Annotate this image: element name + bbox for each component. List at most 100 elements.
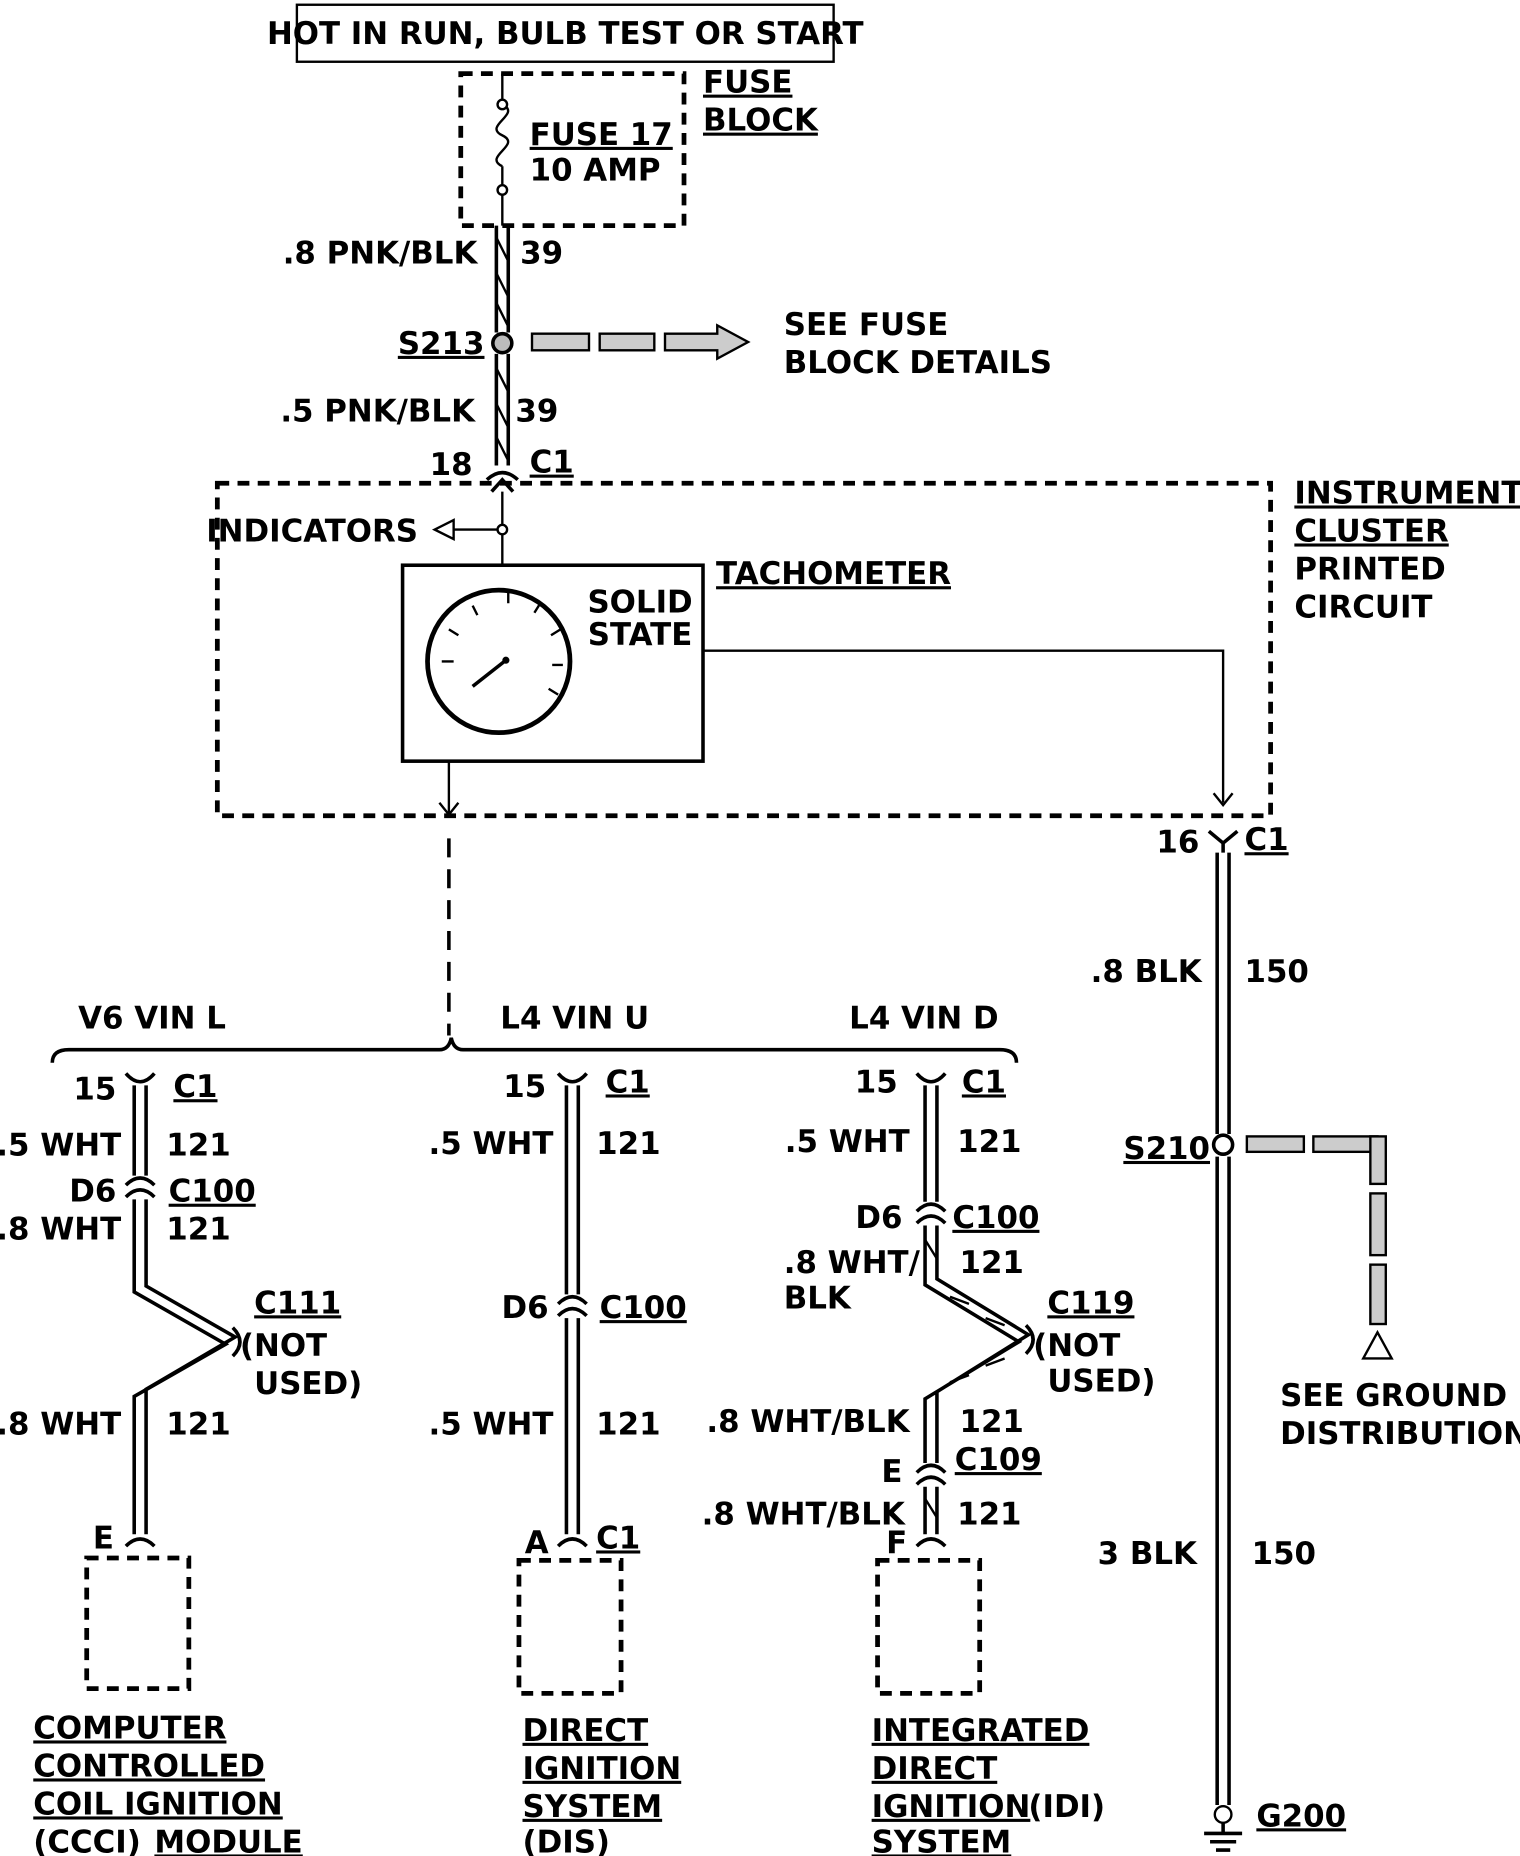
wire-gauge-s210-g200: 3 BLK	[1098, 1536, 1198, 1572]
header-label: HOT IN RUN, BULB TEST OR START	[267, 16, 864, 52]
fuse-name: FUSE 17	[530, 117, 673, 153]
connector-name: C111	[254, 1285, 341, 1321]
wire-segment	[564, 1318, 581, 1535]
solid-state-label-1: SOLID	[587, 585, 692, 621]
wire-circuit: 121	[166, 1127, 230, 1163]
wire-segment	[564, 1085, 581, 1295]
arrow-down-signal	[438, 801, 460, 817]
branch-l4-vin-d: 15 C1 .5 WHT 121 D6 C100 .8 WHT/ BLK 121…	[702, 1064, 1156, 1856]
connector-pin: 15	[503, 1069, 546, 1105]
fuse-block-label-1: FUSE	[703, 65, 792, 101]
wire-circuit: 121	[959, 1245, 1023, 1281]
wire-s210-g200	[1215, 1156, 1231, 1805]
module-label-4: (DIS)	[523, 1824, 611, 1856]
tachometer-box	[400, 563, 705, 763]
wire-stripe	[924, 1239, 1006, 1384]
fuse-block-box	[458, 71, 687, 228]
connector-note-2: USED)	[1047, 1364, 1155, 1400]
wire-circuit: 121	[166, 1212, 230, 1248]
connector-note-2: USED)	[254, 1366, 362, 1402]
connector-name: C109	[955, 1442, 1042, 1478]
wire-segment	[923, 1486, 939, 1535]
module-label-3: COIL IGNITION	[33, 1786, 282, 1822]
connector-name: C119	[1047, 1285, 1134, 1321]
wire-stripe	[924, 1497, 938, 1519]
connector-note-1: (NOT	[240, 1328, 327, 1364]
ground-distribution-ref-1: SEE GROUND	[1280, 1378, 1507, 1414]
branch-title-l4-vin-u: L4 VIN U	[500, 1000, 649, 1036]
header-box	[295, 3, 835, 63]
wire-s213-c1	[494, 353, 511, 466]
connector-c1-15	[915, 1072, 947, 1084]
connector-pin: D6	[502, 1290, 549, 1326]
connector-end	[124, 1537, 156, 1548]
connector-name: C1	[596, 1520, 640, 1556]
wire-segment	[923, 1225, 1032, 1463]
wire-circuit-fuse-s213: 39	[520, 236, 563, 272]
arrow-down-c1-16	[1212, 792, 1234, 807]
connector-pin: 15	[73, 1072, 116, 1108]
splice-s213-label: S213	[398, 326, 485, 362]
wire-gauge: .8 WHT/BLK	[702, 1497, 906, 1533]
connector-c1-15	[556, 1072, 588, 1084]
indicator-junction	[496, 523, 509, 536]
wire-gauge: .8 WHT	[0, 1212, 121, 1248]
branch-title-v6-vin-l: V6 VIN L	[78, 1000, 226, 1036]
ground-distribution-arrow	[1361, 1329, 1394, 1360]
module-label-3: SYSTEM	[523, 1789, 663, 1825]
cluster-title-2: CLUSTER	[1294, 513, 1449, 549]
branch-l4-vin-u: 15 C1 .5 WHT 121 D6 C100 .5 WHT 121 A C1…	[429, 1064, 687, 1856]
module-box	[875, 1557, 983, 1696]
wire-circuit: 121	[957, 1497, 1021, 1533]
indicators-label: INDICATORS	[206, 513, 418, 549]
connector-c111	[231, 1326, 242, 1358]
module-label-1: DIRECT	[523, 1713, 649, 1749]
connector-pin: D6	[855, 1200, 902, 1236]
connector-name: C100	[952, 1200, 1039, 1236]
connector-pin: F	[886, 1525, 907, 1561]
wire-gauge: .8 WHT	[0, 1406, 121, 1442]
tach-ground-wire	[703, 649, 1225, 803]
module-label-1: COMPUTER	[33, 1710, 226, 1746]
connector-pin: A	[525, 1525, 549, 1561]
connector-c119	[1024, 1323, 1035, 1355]
wire-gauge-fuse-s213: .8 PNK/BLK	[283, 236, 479, 272]
indicators-arrow	[431, 518, 455, 542]
module-label-3: IGNITION	[872, 1789, 1031, 1825]
connector-c109	[915, 1463, 947, 1486]
module-box	[84, 1555, 192, 1691]
module-label-4: (CCCI)	[33, 1824, 141, 1856]
fuse-rating: 10 AMP	[530, 152, 661, 188]
wire-circuit-s210-g200: 150	[1252, 1536, 1316, 1572]
connector-name: C1	[606, 1064, 650, 1100]
wire-segment	[132, 1199, 239, 1535]
wire-gauge: .5 WHT	[785, 1124, 910, 1160]
wire-c1-s210	[1215, 852, 1231, 1135]
cluster-title-4: CIRCUIT	[1294, 589, 1432, 625]
instrument-cluster-box	[214, 480, 1273, 819]
module-label-2: CONTROLLED	[33, 1748, 265, 1784]
connector-pin: 15	[855, 1064, 898, 1100]
connector-c1-top	[485, 470, 519, 493]
wire-circuit: 121	[596, 1126, 660, 1162]
ground-distribution-ref-2: DISTRIBUTION	[1280, 1416, 1520, 1452]
splice-s210-label: S210	[1123, 1131, 1210, 1167]
connector-name: C1	[173, 1069, 217, 1105]
connector-pin: D6	[69, 1174, 116, 1210]
connector-pin: E	[881, 1454, 902, 1490]
module-label-1: INTEGRATED	[872, 1713, 1090, 1749]
wire-gauge-2: BLK	[784, 1281, 852, 1317]
wire-gauge: .5 WHT	[0, 1127, 121, 1163]
connector-name: C1	[962, 1064, 1006, 1100]
connector-c100	[556, 1294, 588, 1318]
module-label-4: (IDI)	[1028, 1789, 1105, 1825]
fuse-terminal-bottom	[496, 184, 509, 196]
connector-end	[915, 1537, 947, 1548]
wire-gauge-s213-c1: .5 PNK/BLK	[280, 394, 476, 430]
connector-c1-15	[124, 1072, 156, 1084]
wire-circuit-s213-c1: 39	[515, 394, 558, 430]
module-label-5: SYSTEM	[872, 1824, 1012, 1856]
fuse-details-ref-1: SEE FUSE	[784, 307, 949, 343]
cluster-title-3: PRINTED	[1294, 551, 1445, 587]
